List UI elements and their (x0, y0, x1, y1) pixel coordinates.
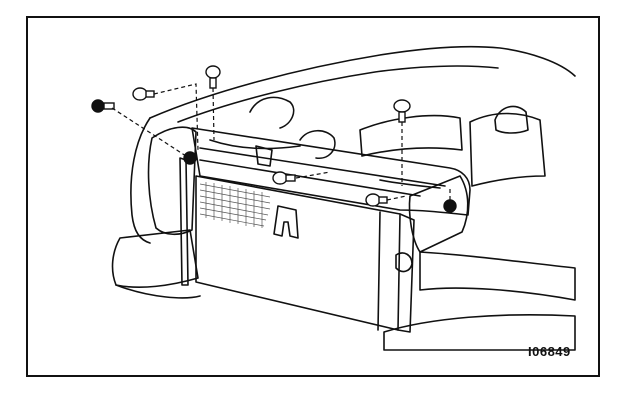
right-reservoir (494, 105, 529, 134)
hood-inner-edge (177, 65, 499, 123)
cable-lower (379, 179, 441, 189)
bolt-icon-left-mount (183, 151, 197, 165)
right-headlamp-housing (408, 175, 469, 253)
cable-upper (209, 139, 301, 150)
front-bumper (111, 229, 199, 289)
engine-part-center (299, 129, 336, 160)
air-cleaner (359, 114, 463, 157)
bolt-icon-far-left (91, 99, 115, 113)
upper-support-inner-line (199, 147, 446, 187)
headlamp-outline (147, 126, 197, 236)
radiator-upper-support (191, 127, 471, 216)
clip-icon-upper-left (132, 87, 155, 101)
right-fender (419, 251, 576, 301)
right-engine-block (469, 112, 546, 187)
radiator-mesh (199, 182, 271, 228)
clip-icon-right-center (365, 193, 388, 207)
radiator-tank-right (397, 213, 415, 333)
figure-id-label: I06849 (528, 344, 571, 359)
right-bumper (383, 313, 576, 351)
right-lower-bracket (395, 252, 413, 273)
figure-frame (26, 16, 600, 377)
left-fender (130, 117, 151, 244)
clip-icon-top-right (393, 99, 411, 123)
engine-part-left (249, 96, 295, 129)
hood-outline (149, 45, 576, 119)
bumper-lower-edge (115, 284, 201, 299)
bolt-icon-right-mount (443, 199, 457, 213)
radiator-center-bracket (273, 205, 299, 239)
radiator-core-right-edge (377, 211, 381, 331)
clip-icon-center (272, 171, 296, 185)
upper-support-lower-line (199, 159, 421, 197)
installation-leader-lines (111, 83, 451, 201)
